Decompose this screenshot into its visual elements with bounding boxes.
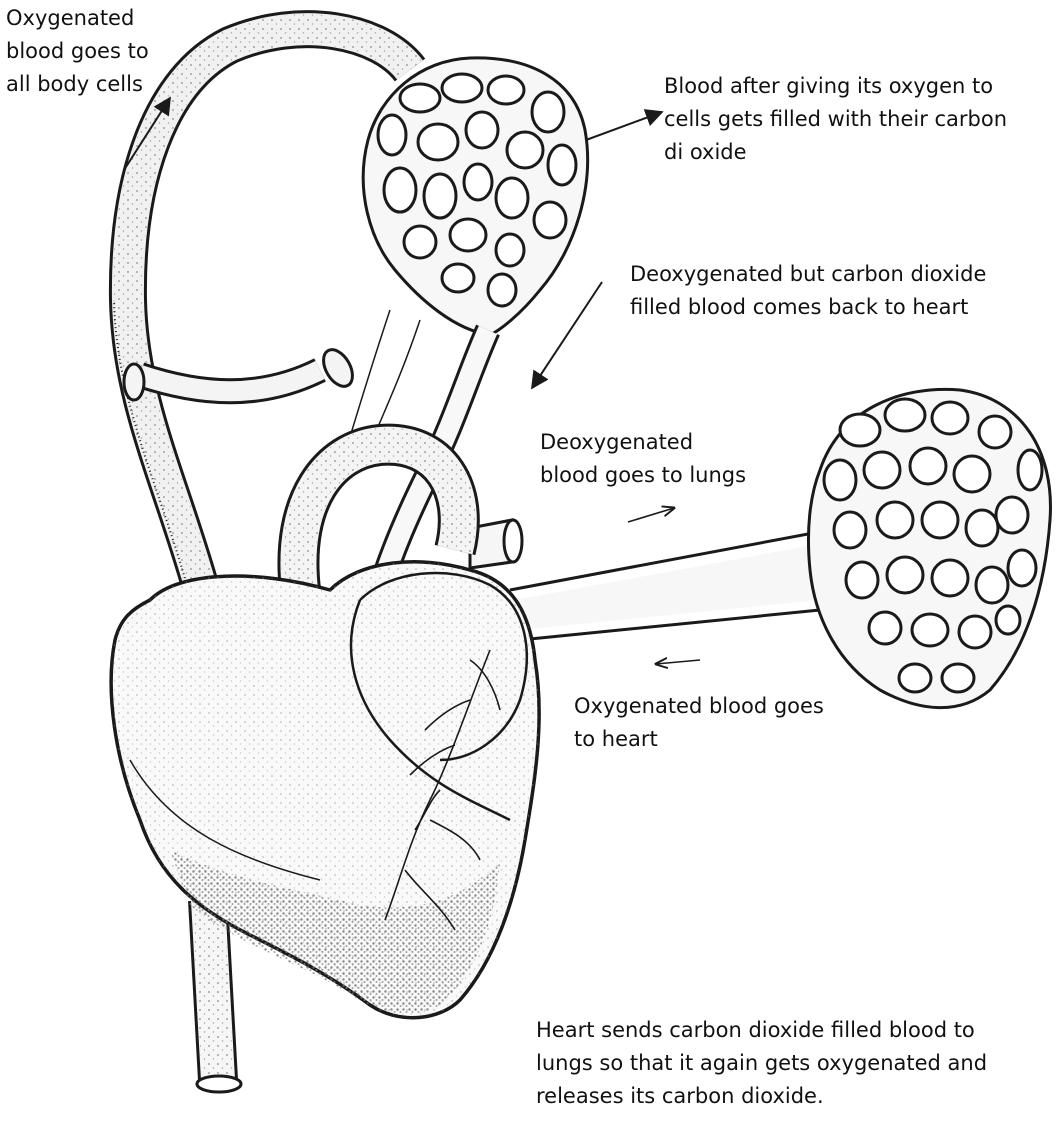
arrow-to-heart	[656, 660, 700, 664]
label-line: Deoxygenated	[540, 426, 746, 459]
branch-vessel	[124, 345, 358, 400]
label-line: lungs so that it again gets oxygenated a…	[536, 1047, 987, 1080]
label-line: blood goes to	[6, 35, 149, 68]
label-deoxygenated-back-to-heart: Deoxygenated but carbon dioxide filled b…	[630, 258, 986, 324]
label-line: cells gets filled with their carbon	[664, 103, 1007, 136]
aorta-to-body	[114, 29, 410, 585]
label-line: filled blood comes back to heart	[630, 291, 986, 324]
label-after-giving-oxygen: Blood after giving its oxygen to cells g…	[664, 70, 1007, 169]
label-oxygenated-to-body: Oxygenated blood goes to all body cells	[6, 2, 149, 101]
label-oxygenated-to-heart: Oxygenated blood goes to heart	[574, 690, 824, 756]
arrow-down-to-heart	[532, 282, 602, 388]
label-line: Deoxygenated but carbon dioxide	[630, 258, 986, 291]
label-line: Heart sends carbon dioxide filled blood …	[536, 1014, 987, 1047]
label-line: to heart	[574, 723, 824, 756]
label-line: blood goes to lungs	[540, 459, 746, 492]
label-line: all body cells	[6, 68, 149, 101]
lung-capillary-network	[808, 389, 1050, 707]
label-deoxygenated-to-lungs: Deoxygenated blood goes to lungs	[540, 426, 746, 492]
label-heart-sends-to-lungs: Heart sends carbon dioxide filled blood …	[536, 1014, 987, 1113]
label-line: Blood after giving its oxygen to	[664, 70, 1007, 103]
label-line: Oxygenated	[6, 2, 149, 35]
label-line: di oxide	[664, 136, 1007, 169]
arrow-to-lungs	[628, 508, 674, 522]
arrow-to-capillary-label	[586, 112, 662, 140]
label-line: releases its carbon dioxide.	[536, 1080, 987, 1113]
label-line: Oxygenated blood goes	[574, 690, 824, 723]
body-capillary-network	[363, 58, 587, 335]
